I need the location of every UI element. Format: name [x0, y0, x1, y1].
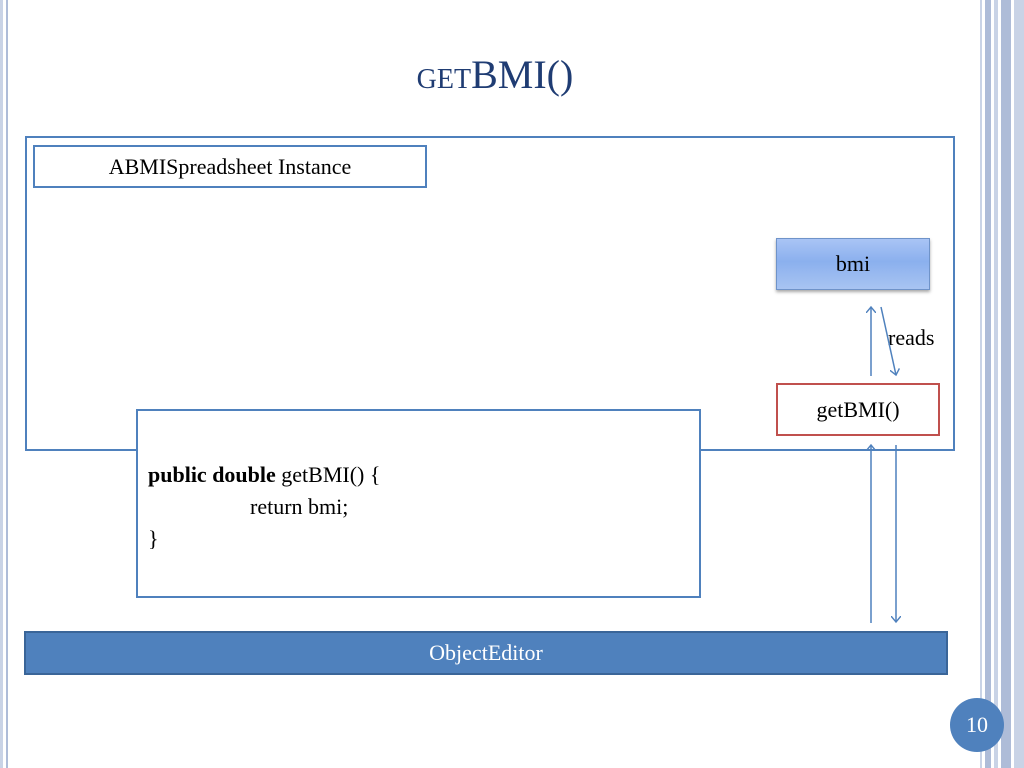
page-number-badge: 10 — [950, 698, 1004, 752]
slide-title: getBMI() — [416, 52, 574, 97]
code-line-close-brace: } — [148, 526, 159, 551]
object-editor-bar: ObjectEditor — [24, 631, 948, 675]
decorative-stripe — [6, 0, 8, 768]
getbmi-method-box: getBMI() — [776, 383, 940, 436]
decorative-stripe — [980, 0, 982, 768]
decorative-stripe — [985, 0, 991, 768]
code-box: public double getBMI() { return bmi; } — [136, 409, 701, 598]
decorative-stripe — [1001, 0, 1011, 768]
decorative-stripe — [0, 0, 3, 768]
code-signature-rest: getBMI() { — [275, 462, 381, 487]
decorative-stripe — [1014, 0, 1024, 768]
code-line-signature: public double getBMI() { — [148, 459, 380, 491]
reads-label: reads — [888, 325, 935, 350]
bmi-field-box: bmi — [776, 238, 930, 290]
instance-label: ABMISpreadsheet Instance — [33, 145, 427, 188]
code-keyword: public double — [148, 462, 276, 487]
decorative-stripe — [994, 0, 998, 768]
code-line-return: return bmi; — [250, 494, 349, 519]
